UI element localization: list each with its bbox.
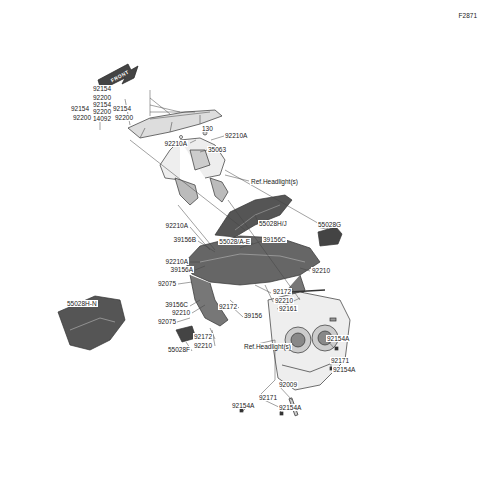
callout-number: 92172 — [272, 288, 292, 295]
callout-number: 55028/A-E — [218, 238, 251, 245]
callout-number: 92154A — [231, 402, 255, 409]
callout-number: 92171 — [258, 394, 278, 401]
callout-number: Ref.Headlight(s) — [250, 178, 299, 185]
callout-number: 14092 — [92, 115, 112, 122]
callout-number: 55028H-N — [66, 300, 98, 307]
callout-number: 55028G — [317, 221, 342, 228]
callout-number: 92172 — [193, 333, 213, 340]
callout-number: 39156A — [170, 266, 194, 273]
callout-number: 92210 — [171, 309, 191, 316]
callout-number: 92154 — [92, 101, 112, 108]
callout-number: 92210A — [224, 132, 248, 139]
callout-number: 92075 — [157, 280, 177, 287]
callout-number: 39156C — [164, 301, 189, 308]
callout-number: 39156B — [173, 236, 197, 243]
figure-number: F2871 — [458, 12, 478, 19]
callout-number: 92210 — [274, 297, 294, 304]
callout-number: 55028F — [167, 346, 191, 353]
callout-number: 92154A — [326, 335, 350, 342]
callout-number: 92009 — [278, 381, 298, 388]
callout-number: 92172 — [218, 303, 238, 310]
callout-number: 130 — [201, 125, 214, 132]
callout-number: 35063 — [207, 146, 227, 153]
callout-number: 39156 — [243, 312, 263, 319]
callout-number: 92171 — [330, 357, 350, 364]
callout-number: 92210A — [165, 222, 189, 229]
callout-number: 55028H/J — [258, 220, 288, 227]
callout-number: 92210 — [311, 267, 331, 274]
callout-number: 92200 — [114, 114, 134, 121]
callout-number: 92200 — [92, 108, 112, 115]
callout-number: 39156C — [262, 236, 287, 243]
callout-number: 92161 — [278, 305, 298, 312]
callout-number: 92154A — [332, 366, 356, 373]
callout-number: 92210A — [165, 258, 189, 265]
callout-number: 92200 — [72, 114, 92, 121]
callout-number: 92075 — [157, 318, 177, 325]
callout-number: Ref.Headlight(s) — [243, 343, 292, 350]
callout-number: 92210 — [193, 342, 213, 349]
callout-number: 92154A — [278, 404, 302, 411]
callout-number: 92154 — [70, 105, 90, 112]
callout-number: 92200 — [92, 94, 112, 101]
callout-number: 92154 — [92, 85, 112, 92]
callout-number: 92210A — [164, 140, 188, 147]
callout-number: 92154 — [112, 105, 132, 112]
